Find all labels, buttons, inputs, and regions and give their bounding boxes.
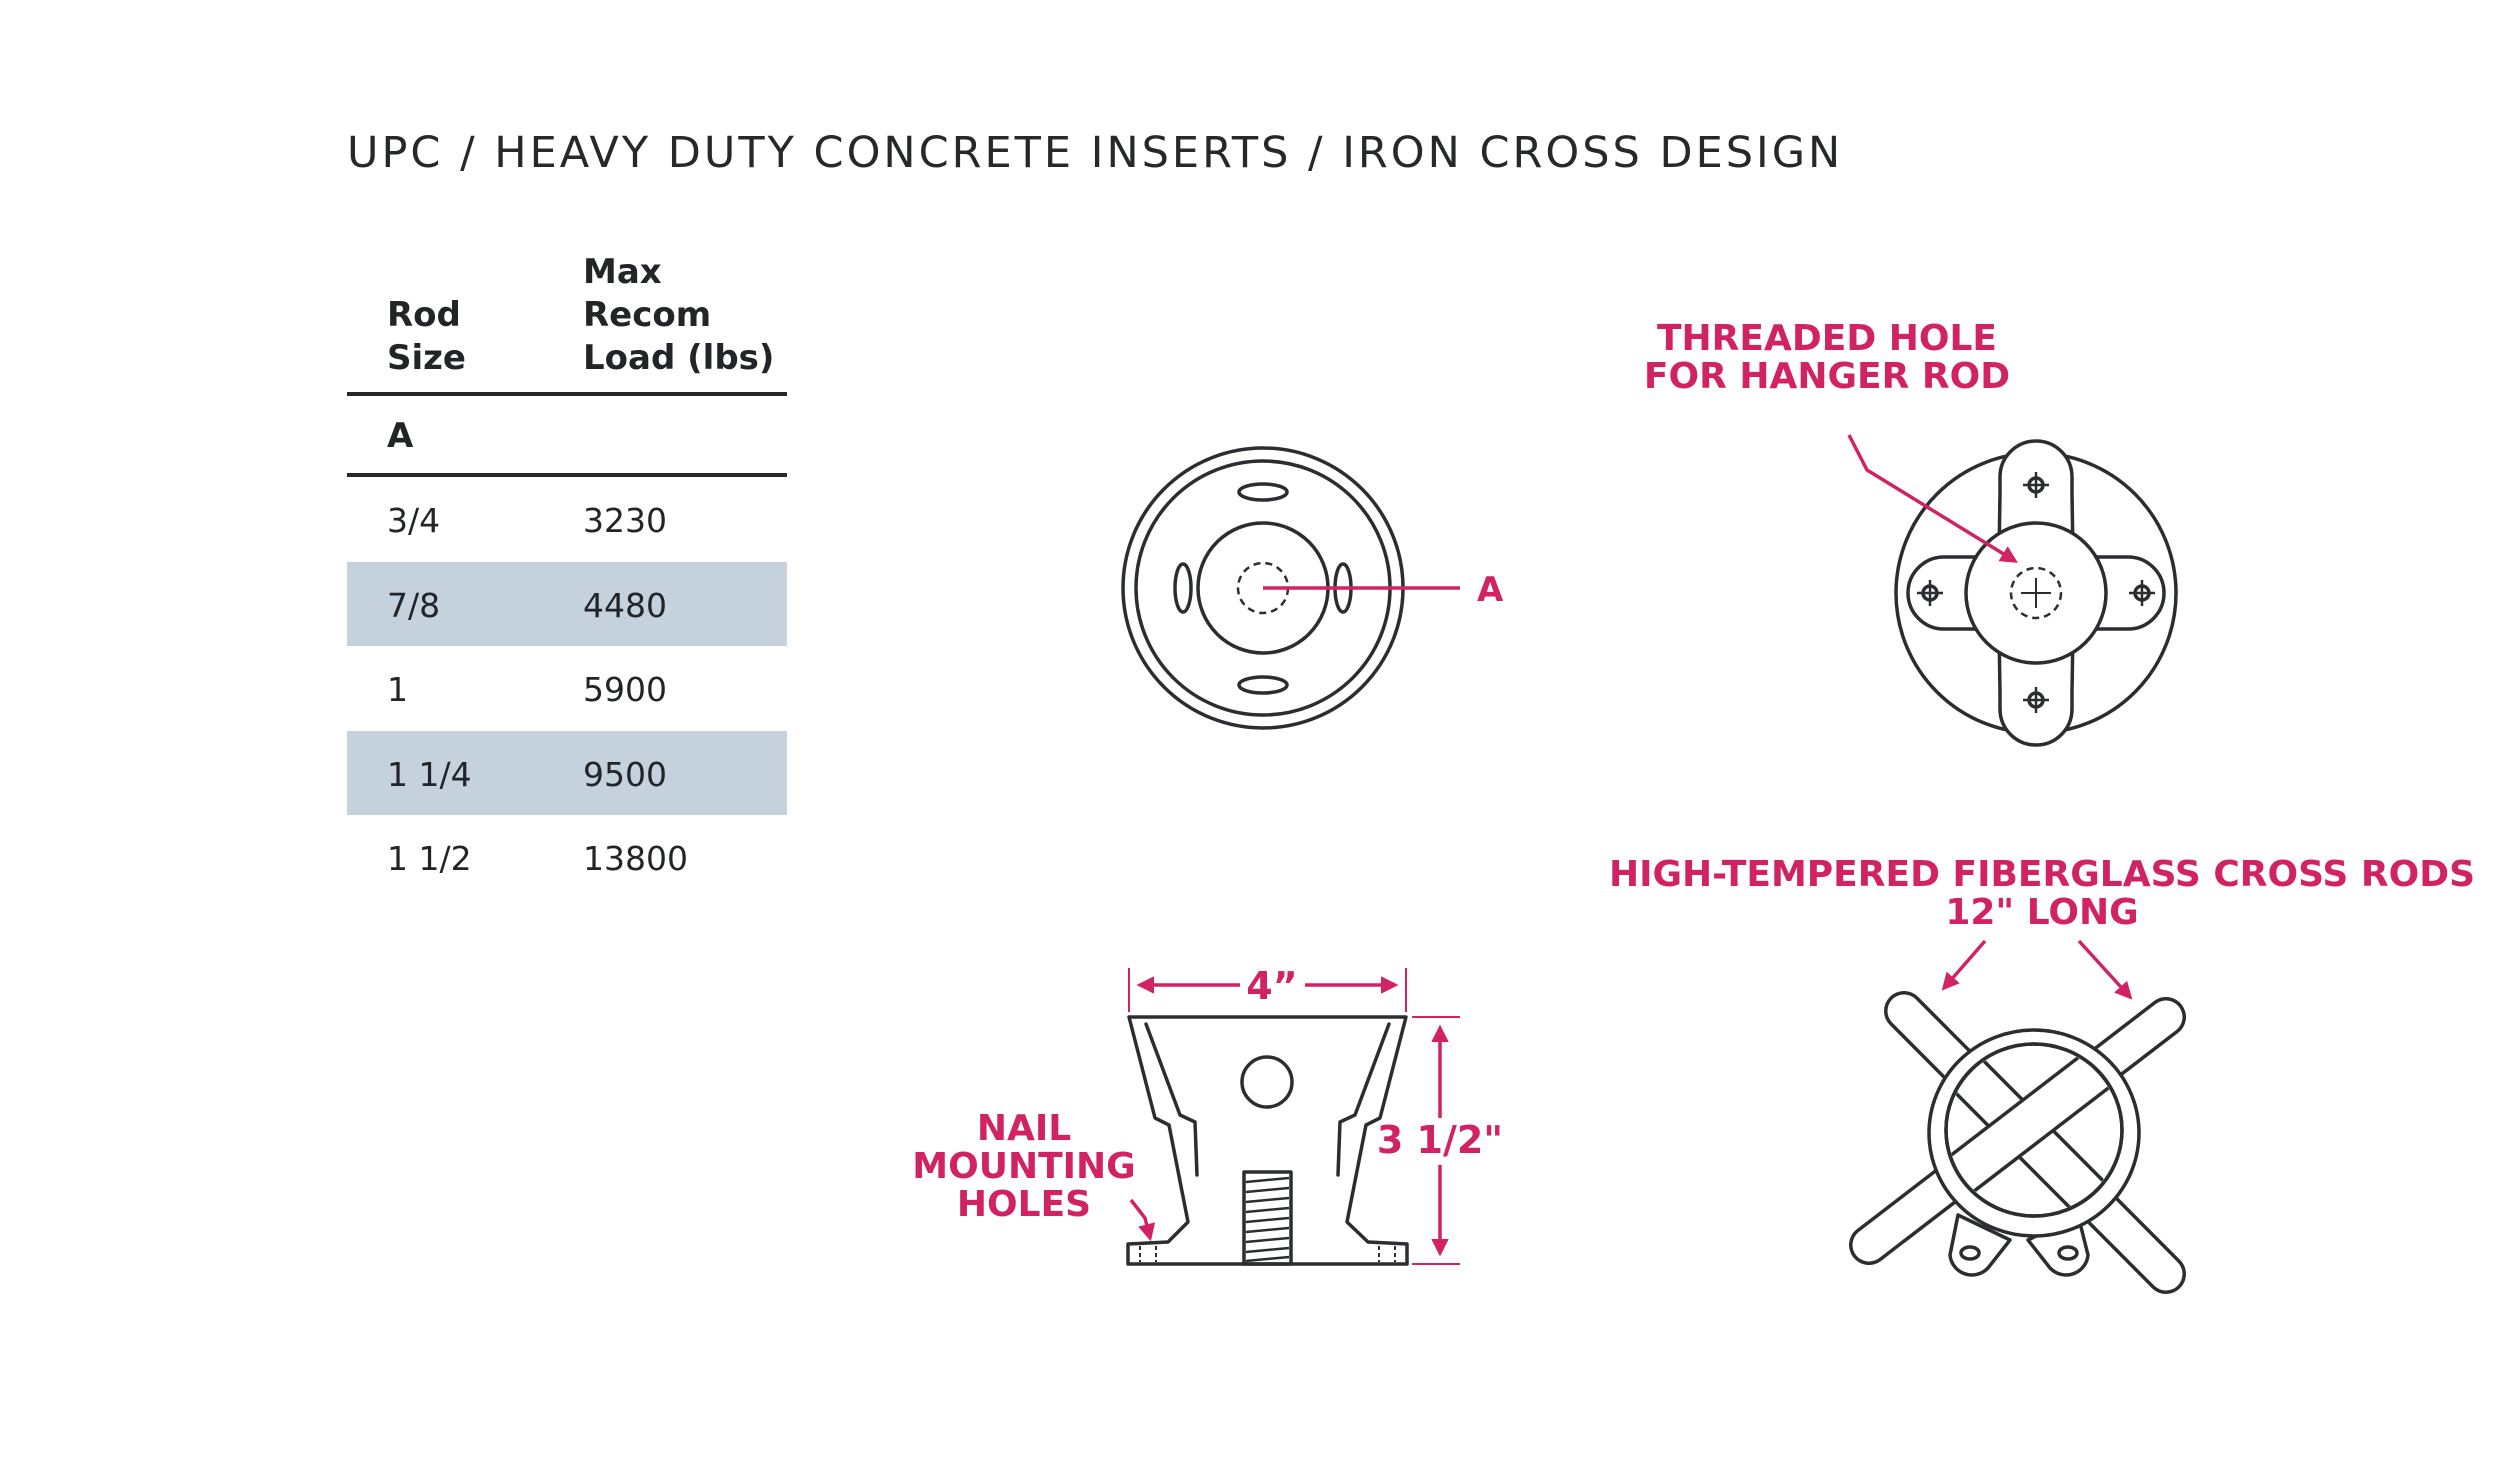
rod-arrow-right [2077, 939, 2133, 1000]
table-row: 1 5900 [347, 646, 787, 731]
nail-holes-arrow [1129, 1198, 1156, 1242]
fiberglass-label-line1: HIGH-TEMPERED FIBERGLASS CROSS RODS [1609, 854, 2475, 895]
nail-label-line1: NAIL [977, 1108, 1071, 1149]
screw-hole-right [2129, 580, 2155, 606]
cell-rod-size: 1 1/2 [387, 839, 472, 878]
cell-rod-size: 1 [387, 670, 408, 709]
cell-max-load: 3230 [583, 501, 667, 540]
header-max-load: Max Recom Load (lbs) [583, 252, 775, 378]
cell-max-load: 9500 [583, 754, 667, 794]
nail-label-line3: HOLES [957, 1184, 1091, 1225]
threaded-hole-label-line1: THREADED HOLE [1657, 318, 1997, 359]
fiberglass-label-line2: 12" LONG [1945, 892, 2138, 933]
screw-hole-top [2023, 472, 2049, 498]
nail-label-line2: MOUNTING [912, 1146, 1135, 1187]
table-subheader: A [347, 396, 787, 477]
cell-rod-size: 3/4 [387, 501, 441, 540]
page-title: UPC / HEAVY DUTY CONCRETE INSERTS / IRON… [347, 128, 1844, 178]
table-row: 1 1/2 13800 [347, 815, 787, 900]
subheader-a: A [387, 416, 414, 456]
cell-max-load: 5900 [583, 670, 667, 709]
table-header: Rod Size Max Recom Load (lbs) [347, 250, 787, 396]
table-row: 1 1/4 9500 [347, 730, 787, 815]
cross-rods-diagram: HIGH-TEMPERED FIBERGLASS CROSS RODS 12" … [1609, 854, 2475, 1294]
screw-hole-left [1917, 580, 1943, 606]
dimension-a-label: A [1477, 570, 1504, 610]
top-view-diagram: A [1121, 446, 1504, 730]
table-row: 7/8 4480 [347, 561, 787, 646]
cell-max-load: 13800 [583, 839, 688, 878]
width-dimension-label: 4” [1246, 964, 1297, 1008]
table-row: 3/4 3230 [347, 477, 787, 562]
threads [1245, 1176, 1290, 1263]
threaded-hole-label-line2: FOR HANGER ROD [1644, 356, 2010, 397]
cell-rod-size: 1 1/4 [387, 754, 472, 794]
cell-rod-size: 7/8 [387, 585, 441, 625]
cell-max-load: 4480 [583, 585, 667, 625]
header-rod-size: Rod Size [387, 295, 466, 378]
side-view-diagram: 4” 3 1/2" NAIL MOUNTING HOLES [912, 964, 1503, 1266]
height-dimension-label: 3 1/2" [1377, 1118, 1503, 1162]
load-table: Rod Size Max Recom Load (lbs) A 3/4 3230… [347, 250, 787, 900]
threaded-hole-arrow [1847, 434, 2018, 563]
rod-arrow-left [1941, 939, 1987, 991]
screw-hole-bottom [2023, 687, 2049, 713]
cross-view-diagram: THREADED HOLE FOR HANGER ROD [1644, 318, 2178, 747]
